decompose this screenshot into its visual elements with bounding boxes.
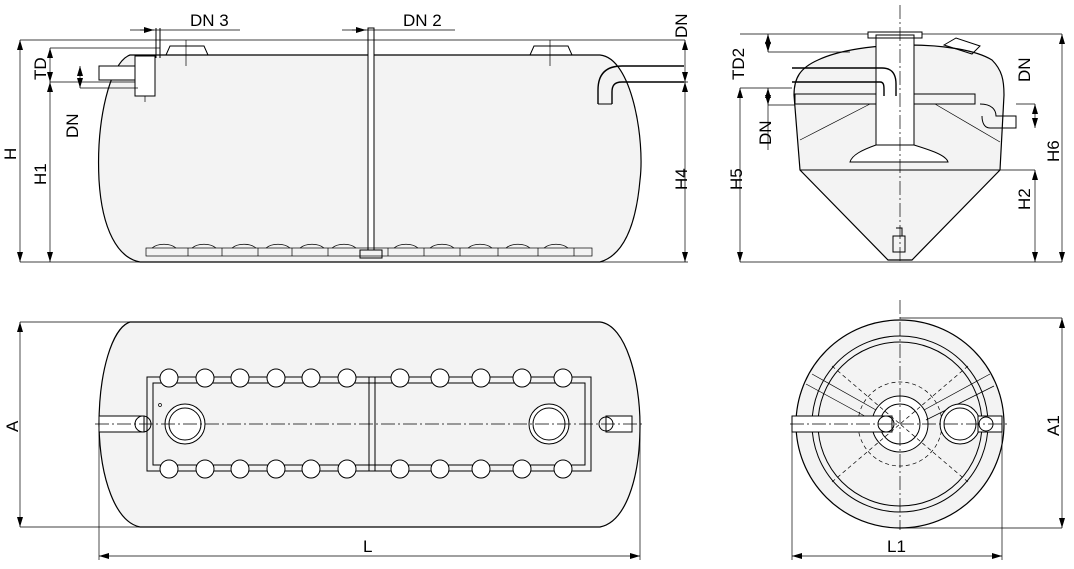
outlet-pipe-front [979, 103, 1017, 129]
inlet-pipe-side [98, 65, 140, 81]
manhole-left-side [165, 45, 209, 56]
label-h4: H4 [672, 168, 691, 190]
central-pipe-side [367, 27, 375, 251]
label-dn-side: DN [63, 113, 82, 138]
manhole-front [942, 37, 981, 55]
label-h6: H6 [1044, 140, 1063, 162]
label-dn2: DN 2 [403, 11, 442, 30]
diffuser-row-side [145, 243, 593, 257]
front-elevation-view: TD2 DN H5 DN H6 H2 [727, 5, 1065, 263]
label-dn-outlet: DN [672, 13, 691, 38]
hopper-front [849, 144, 949, 163]
inlet-fitting-side [134, 55, 156, 97]
label-l: L [363, 537, 372, 556]
label-a: A [3, 420, 22, 432]
label-dn-front: DN [756, 120, 775, 145]
label-td: TD [31, 57, 50, 80]
label-dn-front-outlet: DN [1015, 57, 1034, 82]
plan-view: A L [3, 321, 645, 560]
circular-plan-view: A1 L1 [790, 300, 1065, 560]
label-h5: H5 [727, 168, 746, 190]
label-l1: L1 [887, 537, 906, 556]
central-shaft-front [875, 34, 915, 148]
drain-valve-front [892, 227, 906, 253]
label-dn3: DN 3 [190, 11, 229, 30]
label-h2: H2 [1015, 188, 1034, 210]
outlet-elbow-side [597, 65, 684, 104]
diffuser-discs-plan [159, 368, 573, 479]
label-td2: TD2 [729, 48, 748, 80]
inlet-elbow-front [792, 67, 897, 96]
label-a1: A1 [1044, 415, 1063, 436]
manhole-right-side [529, 45, 573, 56]
label-h: H [1, 148, 20, 160]
label-h1: H1 [31, 163, 50, 185]
side-elevation-view: DN 3 DN 2 H H1 TD DN DN H4 [1, 11, 691, 263]
